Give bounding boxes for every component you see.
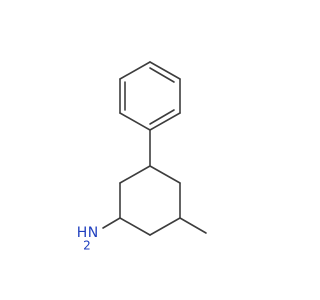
molecule-canvas: N H 2 [77, 61, 207, 253]
cyclohexane-bond-4 [149, 217, 181, 236]
cyclohexane-bond-6 [149, 165, 181, 184]
amine-bond [102, 217, 121, 229]
methyl-bond [179, 217, 207, 234]
structure-diagram: N H 2 [77, 61, 207, 253]
amine-hydrogen-label: H [77, 225, 88, 241]
phenyl-ring [119, 61, 181, 131]
phenyl-double-bond-3 [149, 109, 175, 125]
cyclohexane-bond-3 [119, 217, 151, 236]
phenyl-bond-4 [149, 61, 181, 80]
phenyl-bond-6 [149, 112, 181, 131]
amine-hydrogen-count: 2 [83, 239, 91, 253]
phenyl-bond-1 [119, 112, 151, 131]
amine-nitrogen-label: N [88, 225, 98, 241]
cyclohexane-ring [119, 165, 181, 236]
phenyl-bond-3 [119, 61, 151, 80]
phenyl-double-bond-2 [149, 67, 175, 83]
cyclohexane-bond-1 [119, 165, 151, 184]
amine-label: N H 2 [77, 225, 99, 253]
